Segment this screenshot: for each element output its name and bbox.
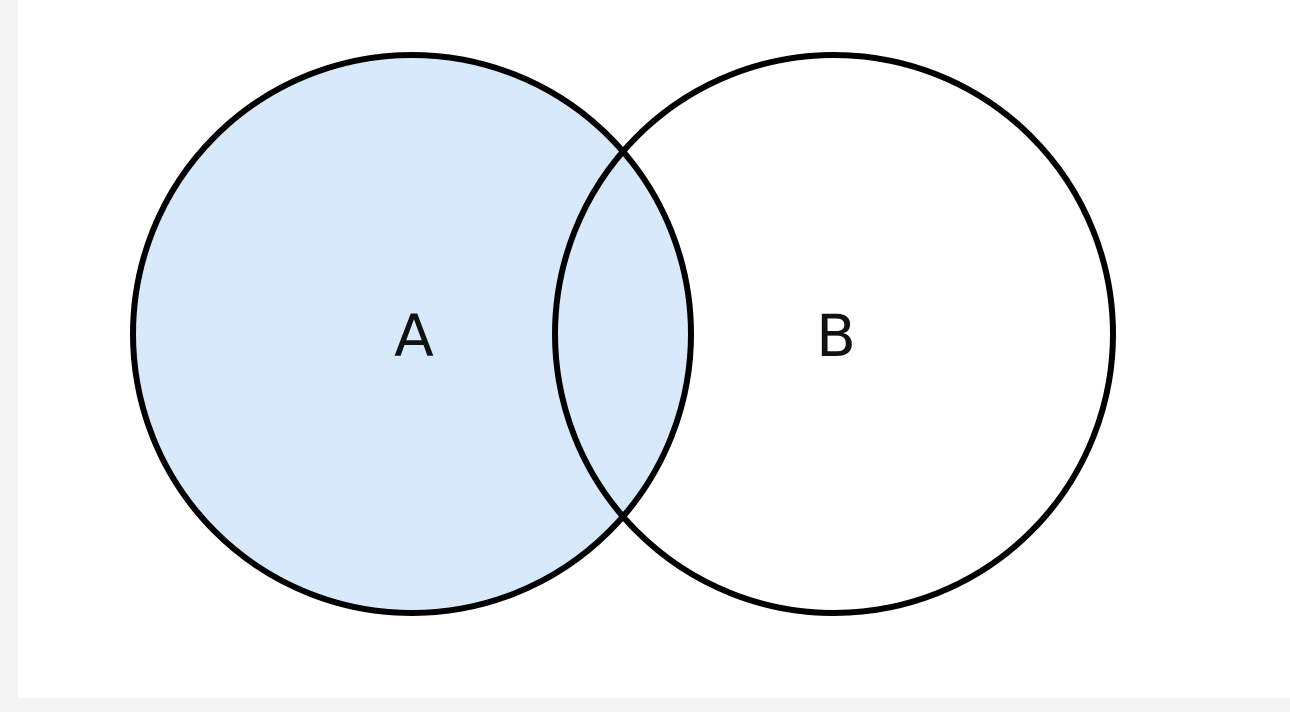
set-a-fill [133, 55, 691, 613]
set-a-circle [130, 52, 694, 616]
set-a-label: A [394, 302, 434, 370]
set-b-circle [552, 52, 1116, 616]
set-b-label: B [816, 302, 856, 370]
